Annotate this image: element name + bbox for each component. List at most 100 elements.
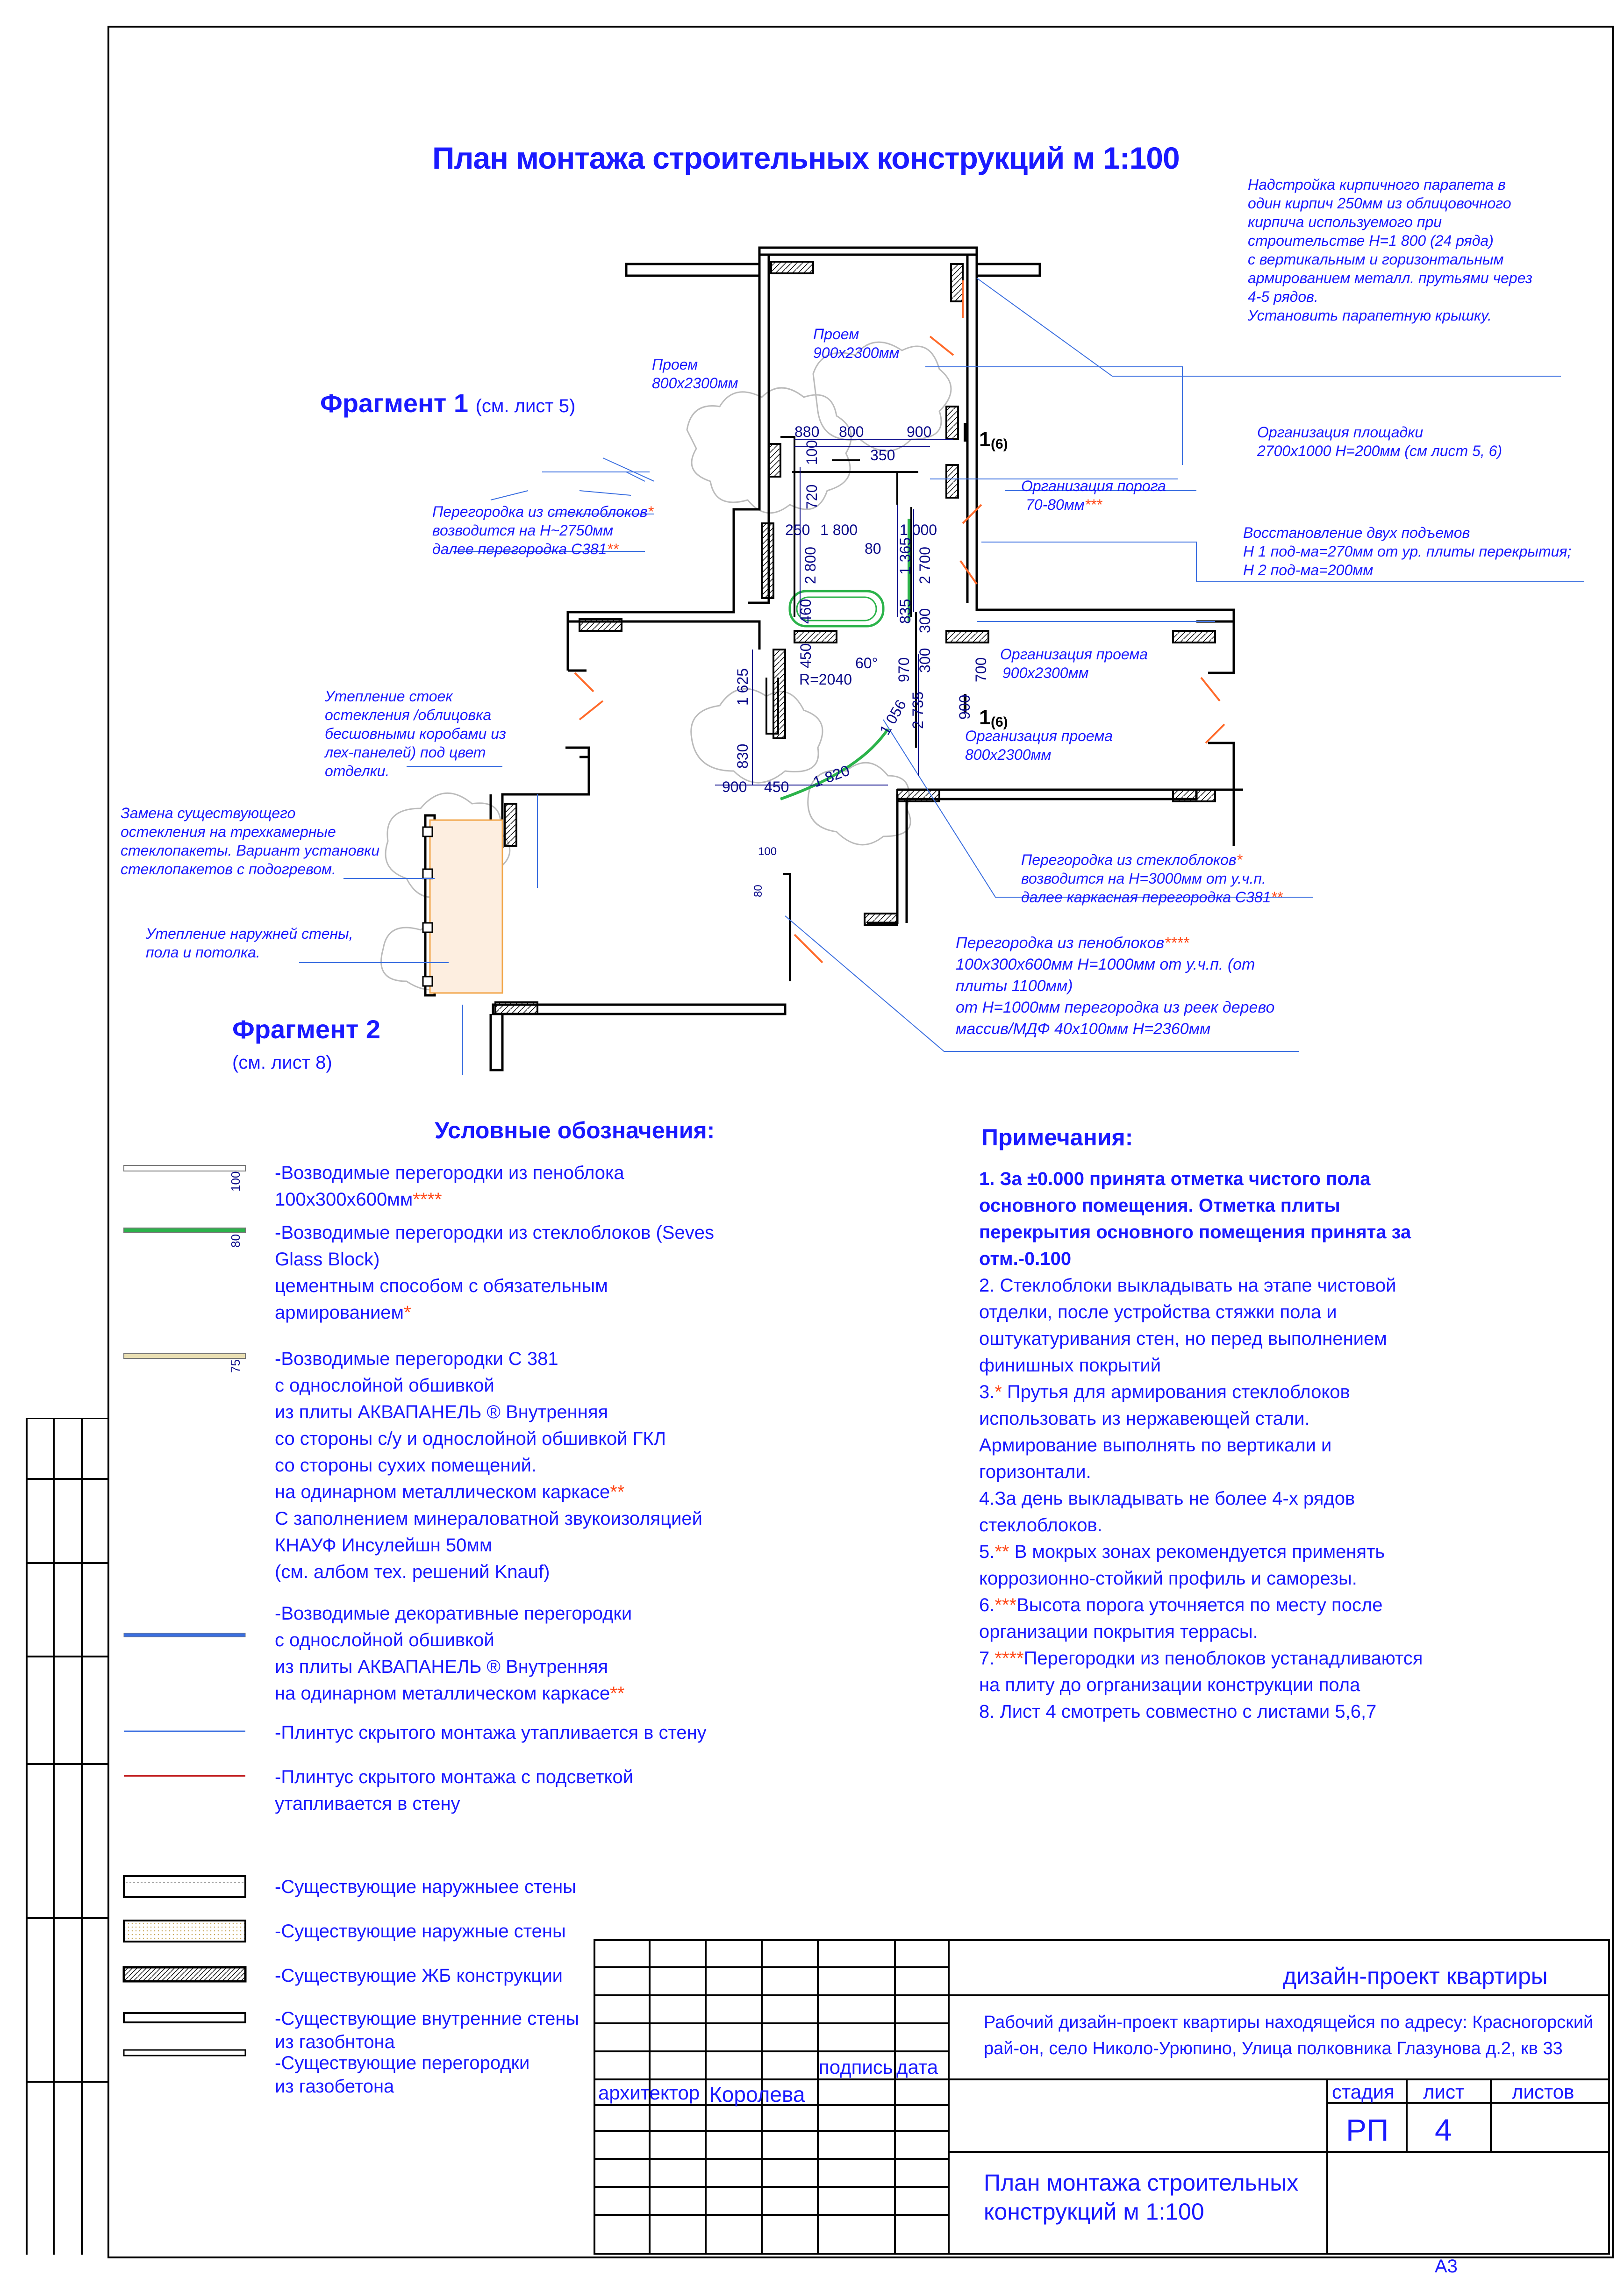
tb-sheet-header: лист bbox=[1423, 2081, 1465, 2103]
callout-line: стеклопакеты. Вариант установки bbox=[121, 842, 380, 859]
legend-symbols: 100 80 75 bbox=[122, 1165, 247, 2057]
callout-line: 800х2300мм bbox=[652, 375, 738, 392]
callout-line: Восстановление двух подъемов bbox=[1243, 524, 1470, 541]
dim-100b: 100 bbox=[758, 845, 777, 858]
asterisk: * bbox=[1236, 851, 1243, 868]
callout-line: 800х2300мм bbox=[965, 746, 1052, 763]
fragment-2-ref: (см. лист 8) bbox=[232, 1052, 332, 1073]
callout-opening-800: Проем 800х2300мм bbox=[652, 355, 738, 393]
callout-line-wrap: 70-80мм*** bbox=[1021, 495, 1166, 514]
note-line-wrap: 6.***Высота порога уточняется по месту п… bbox=[979, 1592, 1423, 1619]
dim-1056: 1 056 bbox=[876, 697, 909, 737]
legend-line: из плиты АКВАПАНЕЛЬ ® Внутренняя bbox=[275, 1657, 608, 1677]
legend-line: со стороны с/у и однослойной обшивкой ГК… bbox=[275, 1428, 666, 1449]
legend-item-decor: -Возводимые декоративные перегородки с о… bbox=[275, 1600, 632, 1707]
callout-line: кирпича используемого при bbox=[1248, 214, 1442, 230]
note-line: Перегородки из пеноблоков устанадливаютс… bbox=[1023, 1648, 1423, 1669]
dim-450b: 450 bbox=[764, 778, 789, 795]
callout-line-wrap: Перегородка из стеклоблоков* bbox=[432, 502, 653, 521]
callout-threshold: Организация порога 70-80мм*** bbox=[1021, 477, 1166, 514]
note-num: 7. bbox=[979, 1648, 995, 1669]
callout-line: остекления на трехкамерные bbox=[121, 823, 336, 840]
fragment-1-title: Фрагмент 1 bbox=[320, 388, 468, 418]
fragment-1-ref: (см. лист 5) bbox=[475, 396, 576, 416]
asterisk: ** bbox=[607, 541, 619, 557]
callout-line: Организация порога bbox=[1021, 478, 1166, 494]
note-3: 3.* Прутья для армирования стеклоблоков … bbox=[979, 1379, 1423, 1485]
page-title: План монтажа строительных конструкций м … bbox=[432, 141, 1180, 175]
legend-item-plinth: -Плинтус скрытого монтажа утапливается в… bbox=[275, 1720, 707, 1746]
callout-line: лех-панелей) под цвет bbox=[325, 744, 486, 761]
legend-line: -Возводимые перегородки С 381 bbox=[275, 1349, 558, 1369]
callout-line: возводится на Н~2750мм bbox=[432, 522, 614, 539]
callout-line: Перегородка из стеклоблоков bbox=[432, 503, 648, 520]
legend-line: со стороны сухих помещений. bbox=[275, 1455, 537, 1476]
dim-720: 720 bbox=[803, 485, 820, 509]
dim-460: 460 bbox=[797, 599, 814, 624]
legend-item-ext-wall-1: -Существующие наружныее стены bbox=[275, 1874, 576, 1900]
legend-line: на одинарном металлическом каркасе bbox=[275, 1482, 610, 1502]
legend-line: -Плинтус скрытого монтажа с подсветкой bbox=[275, 1767, 634, 1787]
dim-970: 970 bbox=[895, 657, 912, 682]
note-line: основного помещения. Отметка плиты bbox=[979, 1195, 1340, 1216]
asterisk: ** bbox=[1271, 889, 1283, 906]
legend-line: из газобнтона bbox=[275, 2032, 395, 2052]
note-line-wrap: 7.****Перегородки из пеноблоков устанадл… bbox=[979, 1645, 1423, 1672]
legend-line: Glass Block) bbox=[275, 1249, 380, 1270]
callout-line: массив/МДФ 40х100мм Н=2360мм bbox=[956, 1020, 1211, 1038]
callout-line-wrap: Перегородка из пеноблоков**** bbox=[956, 932, 1274, 954]
dim-835: 835 bbox=[897, 599, 914, 624]
callout-line: остекления /облицовка bbox=[325, 707, 492, 723]
note-num: 5. bbox=[979, 1542, 995, 1562]
callout-foam-partition: Перегородка из пеноблоков**** 100х300х60… bbox=[956, 932, 1274, 1040]
dim-1800: 1 800 bbox=[820, 521, 858, 538]
legend-line: на одинарном металлическом каркасе bbox=[275, 1683, 610, 1704]
legend-line: -Возводимые перегородки из стеклоблоков … bbox=[275, 1222, 714, 1243]
legend-line: утапливается в стену bbox=[275, 1793, 460, 1814]
binding-strip bbox=[26, 1417, 107, 2255]
legend-item-plinth-light: -Плинтус скрытого монтажа с подсветкой у… bbox=[275, 1764, 633, 1817]
callout-line: 100х300х600мм Н=1000мм от у.ч.п. (от bbox=[956, 956, 1255, 973]
note-line: В мокрых зонах рекомендуется применять bbox=[1009, 1542, 1385, 1562]
legend-item-gas-partition: -Существующие перегородки из газобетона bbox=[275, 2051, 529, 2098]
note-line: отделки, после устройства стяжки пола и bbox=[979, 1302, 1337, 1322]
legend-symbol-inner-wall bbox=[123, 2012, 246, 2023]
dim-350: 350 bbox=[870, 447, 895, 464]
legend-line: из плиты АКВАПАНЕЛЬ ® Внутренняя bbox=[275, 1402, 608, 1422]
callout-parapet: Надстройка кирпичного парапета в один ки… bbox=[1248, 175, 1532, 325]
callout-glass-partition-2: Перегородка из стеклоблоков* возводится … bbox=[1021, 850, 1282, 907]
note-line: 4.За день выкладывать не более 4-х рядов bbox=[979, 1488, 1355, 1509]
callout-line: с вертикальным и горизонтальным bbox=[1248, 251, 1504, 268]
callout-line: отделки. bbox=[325, 763, 390, 779]
callout-platform: Организация площадки 2700х1000 Н=200мм (… bbox=[1257, 423, 1502, 460]
asterisk: * bbox=[404, 1302, 411, 1323]
legend-item-inner-wall: -Существующие внутренние стены из газобн… bbox=[275, 2007, 579, 2054]
note-line: 1. За ±0.000 принята отметка чистого пол… bbox=[979, 1169, 1371, 1189]
note-line-wrap: 5.** В мокрых зонах рекомендуется примен… bbox=[979, 1539, 1423, 1565]
callout-line: от Н=1000мм перегородка из реек дерево bbox=[956, 999, 1275, 1016]
legend-line-wrap: на одинарном металлическом каркасе** bbox=[275, 1479, 702, 1506]
callout-line: далее перегородка С381 bbox=[432, 541, 607, 557]
note-line: горизонтали. bbox=[979, 1462, 1091, 1482]
tb-date: дата bbox=[896, 2056, 938, 2078]
legend-line-wrap: на одинарном металлическом каркасе** bbox=[275, 1680, 632, 1707]
fragment-2-label: Фрагмент 2 (см. лист 8) bbox=[232, 1014, 380, 1075]
legend-line: -Существующие ЖБ конструкции bbox=[275, 1965, 563, 1986]
legend-symbol-decor bbox=[123, 1633, 246, 1637]
callout-line: Организация площадки bbox=[1257, 424, 1424, 441]
legend-line: -Существующие наружные стены bbox=[275, 1921, 566, 1942]
note-line: перекрытия основного помещения принята з… bbox=[979, 1222, 1411, 1243]
callout-line-wrap: Перегородка из стеклоблоков* bbox=[1021, 850, 1282, 869]
legend-item-ext-wall-2: -Существующие наружные стены bbox=[275, 1918, 566, 1945]
note-5: 5.** В мокрых зонах рекомендуется примен… bbox=[979, 1539, 1423, 1592]
dim-880: 880 bbox=[794, 423, 819, 440]
tb-stage: РП bbox=[1346, 2113, 1389, 2147]
legend-symbol-gas-partition bbox=[123, 2049, 246, 2057]
callout-glazing: Замена существующего остекления на трехк… bbox=[121, 804, 379, 878]
tb-stage-header: стадия bbox=[1332, 2081, 1395, 2103]
legend-num-75: 75 bbox=[229, 1359, 243, 1373]
asterisk: **** bbox=[1164, 934, 1189, 952]
legend-symbol-rc bbox=[122, 1966, 247, 1983]
asterisk: **** bbox=[413, 1189, 442, 1210]
callout-line: Организация проема bbox=[1000, 646, 1148, 663]
